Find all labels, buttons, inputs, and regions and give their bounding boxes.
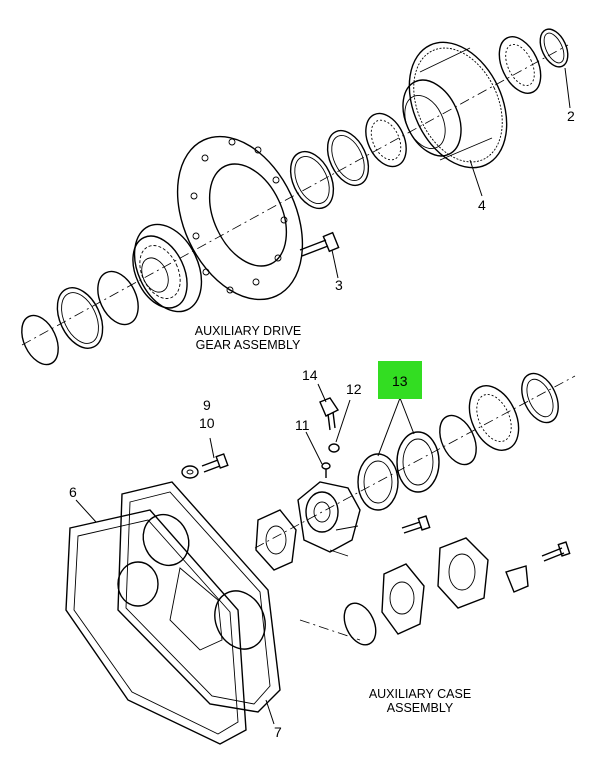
plate-lower-a[interactable] xyxy=(381,563,425,635)
upper-center-axis xyxy=(21,44,569,346)
bearing[interactable] xyxy=(121,214,214,323)
fitting-part-14[interactable] xyxy=(319,397,340,431)
ring-lower[interactable] xyxy=(338,598,382,650)
o-ring-part-12[interactable] xyxy=(328,443,340,453)
bolt-part-3[interactable] xyxy=(299,231,340,257)
leader-part-3 xyxy=(331,249,339,279)
washer-lower-1[interactable] xyxy=(433,410,484,471)
callout-13: 13 xyxy=(392,373,408,389)
aux-case-assembly xyxy=(65,368,576,745)
snap-ring-part-2[interactable] xyxy=(535,25,574,71)
callout-14: 14 xyxy=(302,367,318,383)
aux-case-caption-line1: AUXILIARY CASE xyxy=(369,687,471,701)
aux-case-caption-line2: ASSEMBLY xyxy=(387,701,454,715)
aux-drive-caption-line1: AUXILIARY DRIVE xyxy=(195,324,302,338)
callout-10: 10 xyxy=(199,415,215,431)
splined-ring-lower[interactable] xyxy=(460,378,529,458)
callout-7: 7 xyxy=(274,724,282,740)
callout-4: 4 xyxy=(478,197,486,213)
leader-part-12 xyxy=(335,399,351,443)
snap-ring-left-2[interactable] xyxy=(48,281,111,356)
seal-part-13-b[interactable] xyxy=(396,431,440,493)
bracket-lower[interactable] xyxy=(505,565,529,593)
leader-part-13 xyxy=(377,397,415,457)
callout-3: 3 xyxy=(335,277,343,293)
leader-part-9-10 xyxy=(209,437,215,459)
bolt-part-9-10[interactable] xyxy=(181,453,229,479)
leader-part-2 xyxy=(564,67,571,109)
callout-9: 9 xyxy=(203,397,211,413)
washer-c[interactable] xyxy=(282,145,342,215)
callout-highlight-13[interactable] xyxy=(378,361,422,399)
washer-b[interactable] xyxy=(319,124,376,192)
leader-part-11 xyxy=(305,431,323,465)
washer-lower-2[interactable] xyxy=(515,368,566,429)
housing[interactable] xyxy=(297,481,361,557)
aux-drive-caption-line2: GEAR ASSEMBLY xyxy=(196,338,301,352)
small-cover[interactable] xyxy=(255,509,297,571)
bolt-lower-right[interactable] xyxy=(541,541,571,562)
plug-part-11[interactable] xyxy=(321,462,331,478)
splined-washer-upper[interactable] xyxy=(491,30,549,100)
flange-plate[interactable] xyxy=(153,116,327,319)
callout-6: 6 xyxy=(69,484,77,500)
callout-12: 12 xyxy=(346,381,362,397)
callout-11: 11 xyxy=(295,417,310,433)
housing-bolt[interactable] xyxy=(401,515,431,534)
seal-part-13-a[interactable] xyxy=(357,453,399,511)
snap-ring-left-3[interactable] xyxy=(15,310,66,371)
plate-lower-b[interactable] xyxy=(437,537,489,609)
leader-part-14 xyxy=(317,383,327,403)
aux-drive-gear-assembly xyxy=(15,25,574,371)
leader-part-6 xyxy=(75,499,97,523)
snap-ring-left-1[interactable] xyxy=(90,265,146,331)
cover-plate-part-7[interactable] xyxy=(117,481,281,713)
auxiliary-drive-gear-part-4[interactable] xyxy=(390,27,526,184)
callout-2: 2 xyxy=(567,108,575,124)
leader-part-4 xyxy=(469,159,483,197)
gasket-part-6[interactable] xyxy=(65,509,247,745)
lower-center-axis xyxy=(254,375,576,549)
leader-part-7 xyxy=(265,699,275,725)
splined-ring-a[interactable] xyxy=(358,107,414,173)
